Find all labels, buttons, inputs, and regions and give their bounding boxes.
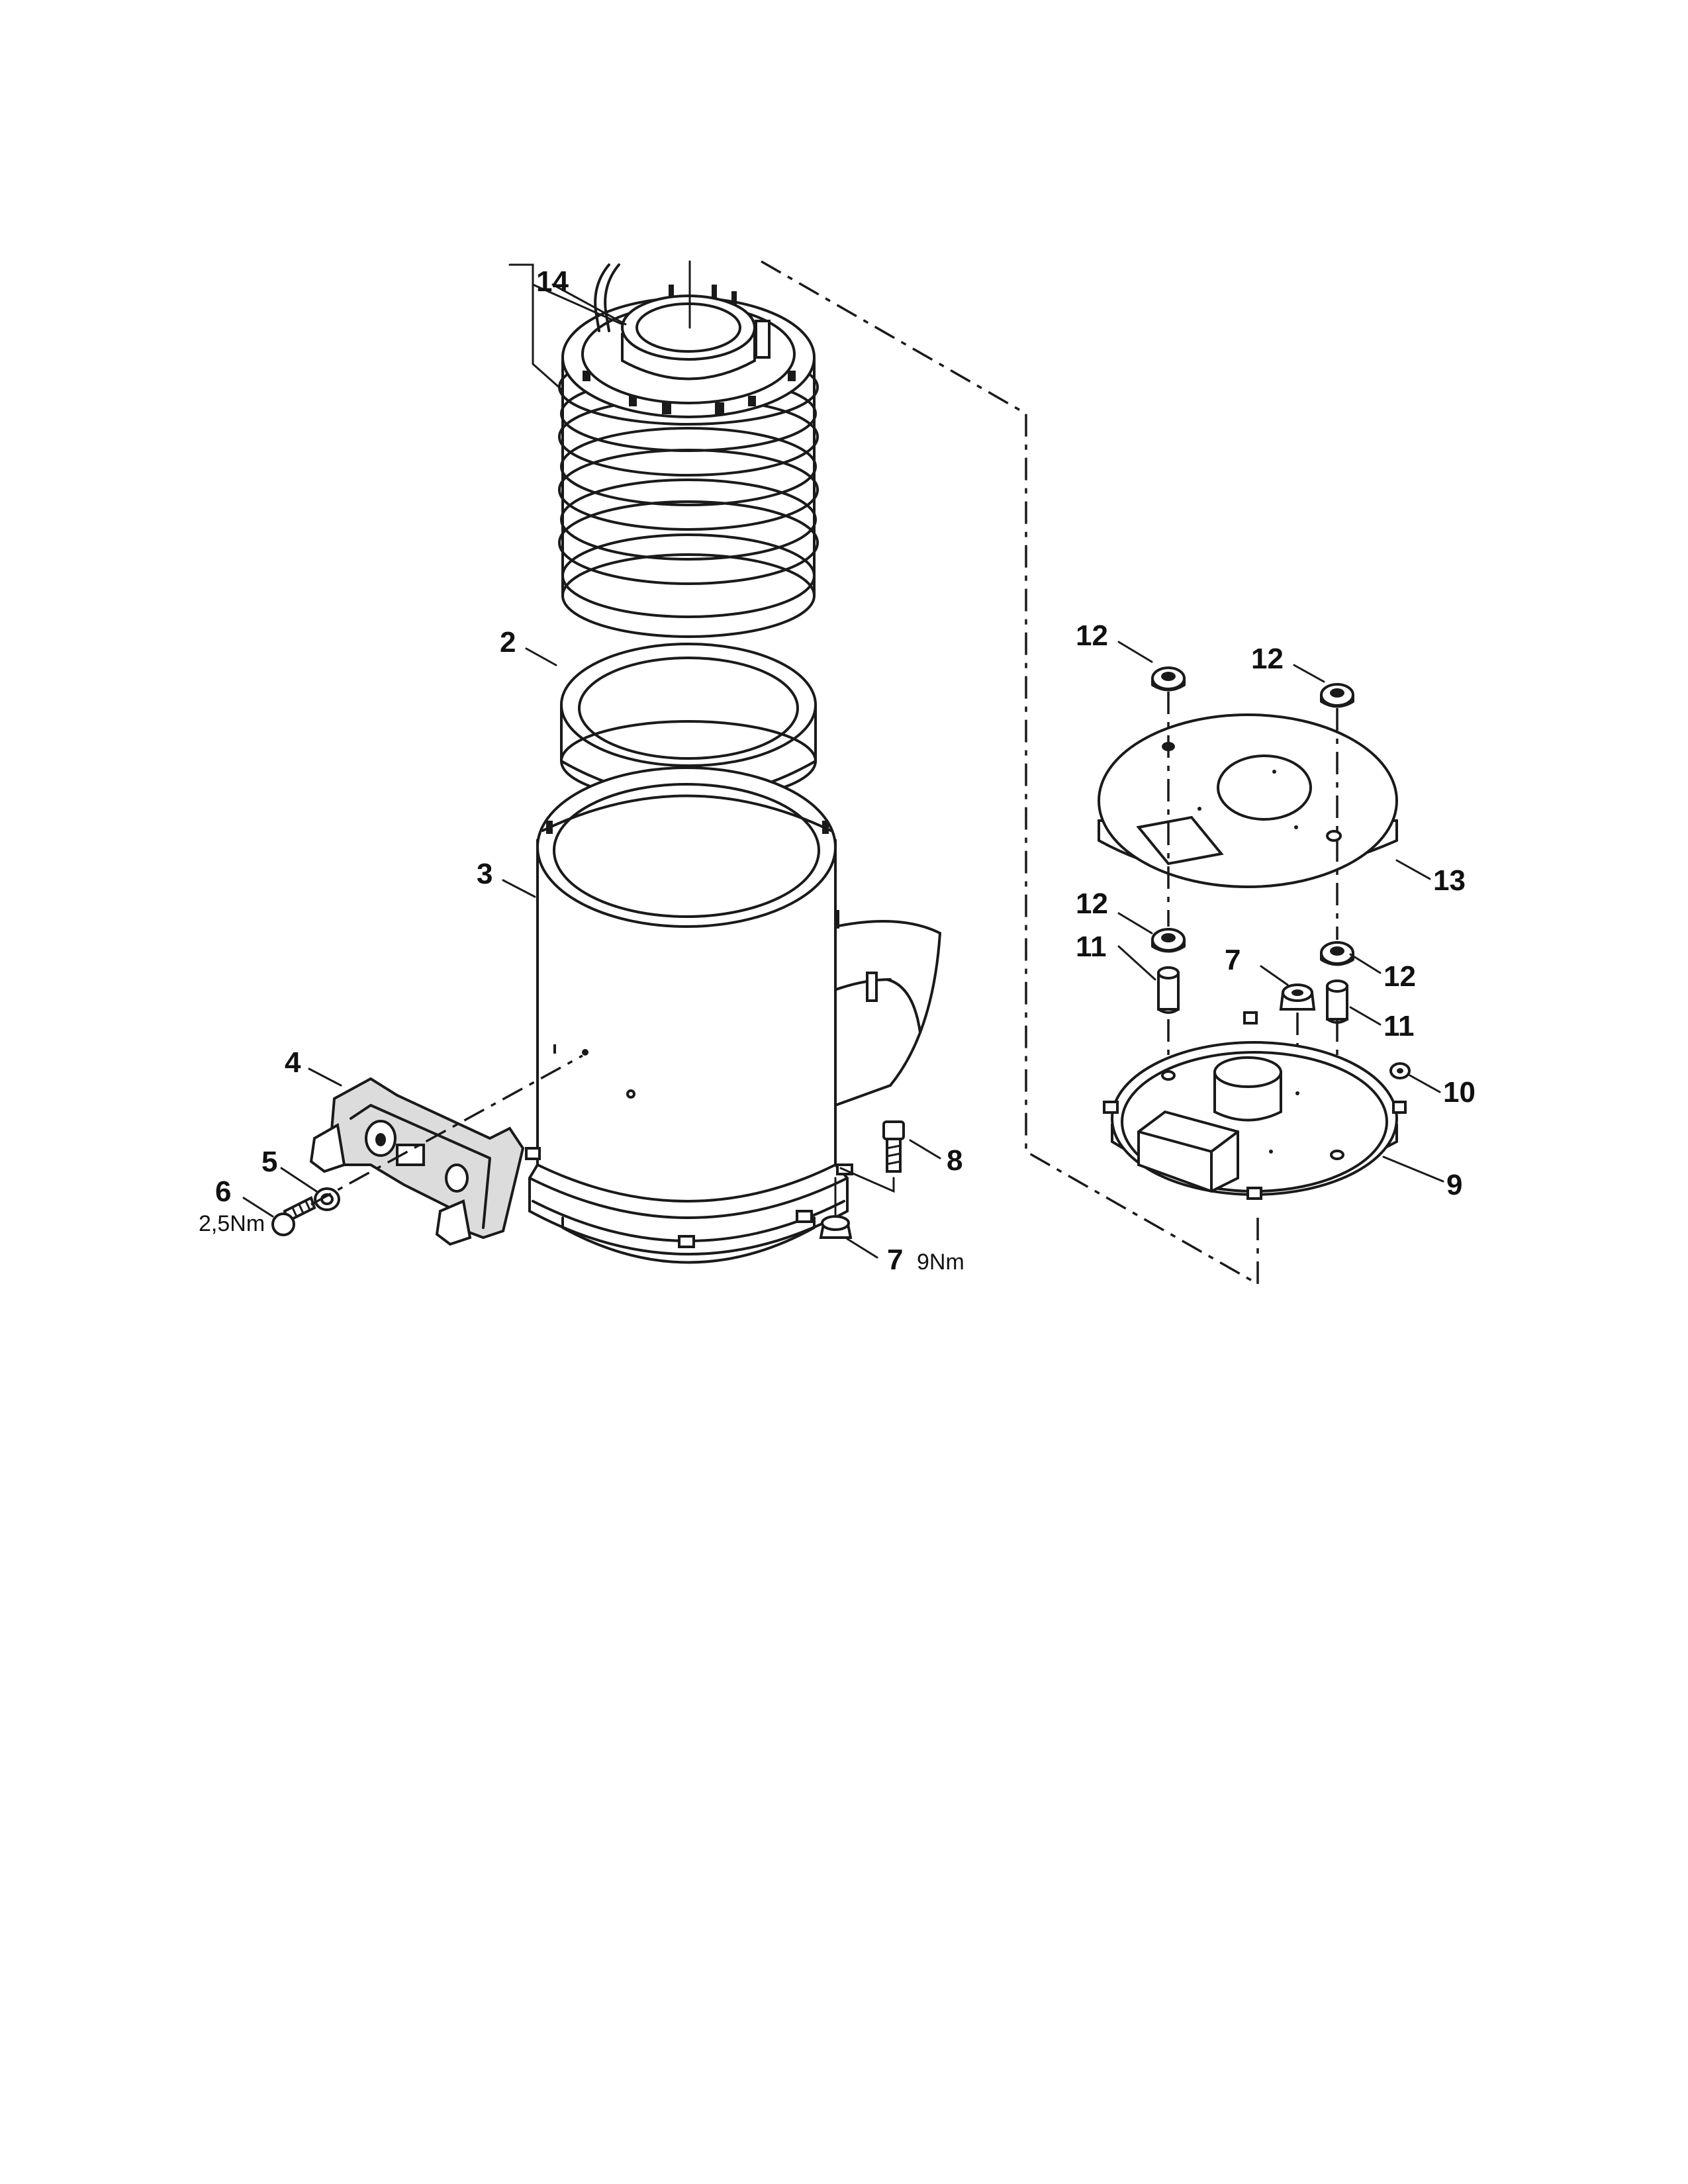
callout-6: 6: [215, 1175, 231, 1208]
assembly-line-bracket: [310, 1054, 583, 1206]
callout-7-base: 7: [1225, 944, 1241, 976]
part-14-ribbed-body: [508, 260, 819, 638]
part-6-screw: [271, 1196, 316, 1236]
part-10-washer: [1389, 1062, 1411, 1079]
callout-8: 8: [947, 1144, 962, 1177]
part-9-base-plate: [1103, 1011, 1407, 1200]
part-4-mounting-bracket: [309, 1077, 525, 1246]
assembly-line-main: [761, 260, 1258, 1285]
callout-13: 13: [1433, 864, 1466, 897]
part-7-nut-base: [1279, 983, 1316, 1011]
part-3-housing: [525, 766, 942, 1264]
callout-11-left: 11: [1076, 931, 1107, 963]
part-8-screw: [839, 1120, 905, 1193]
part-12-nut-mid-right: [1320, 941, 1354, 966]
callout-2: 2: [500, 626, 516, 659]
part-7-nut-housing: [819, 1177, 853, 1239]
torque-7: 9Nm: [917, 1250, 964, 1275]
callout-11-right: 11: [1383, 1010, 1415, 1042]
callout-10: 10: [1443, 1076, 1476, 1109]
part-12-nut-top-right: [1320, 683, 1354, 708]
part-11-spacer-right: [1326, 979, 1348, 1024]
callout-12-mid-left: 12: [1076, 887, 1108, 920]
callout-14: 14: [536, 265, 569, 298]
callout-7-housing: 7: [887, 1244, 903, 1276]
callout-3: 3: [477, 858, 492, 890]
leader-lines: [242, 283, 1444, 1259]
callout-12-mid-right: 12: [1383, 960, 1416, 993]
torque-6: 2,5Nm: [199, 1211, 265, 1236]
part-13-cover-plate: [1098, 713, 1398, 888]
callout-12-top-right: 12: [1251, 643, 1284, 675]
callout-5: 5: [261, 1146, 277, 1178]
part-11-spacer-left: [1157, 966, 1180, 1014]
callout-4: 4: [285, 1046, 301, 1079]
callout-9: 9: [1446, 1169, 1462, 1201]
callout-12-top-left: 12: [1076, 619, 1108, 652]
part-12-nut-mid-left: [1151, 928, 1186, 953]
part-12-nut-top-left: [1151, 666, 1186, 692]
